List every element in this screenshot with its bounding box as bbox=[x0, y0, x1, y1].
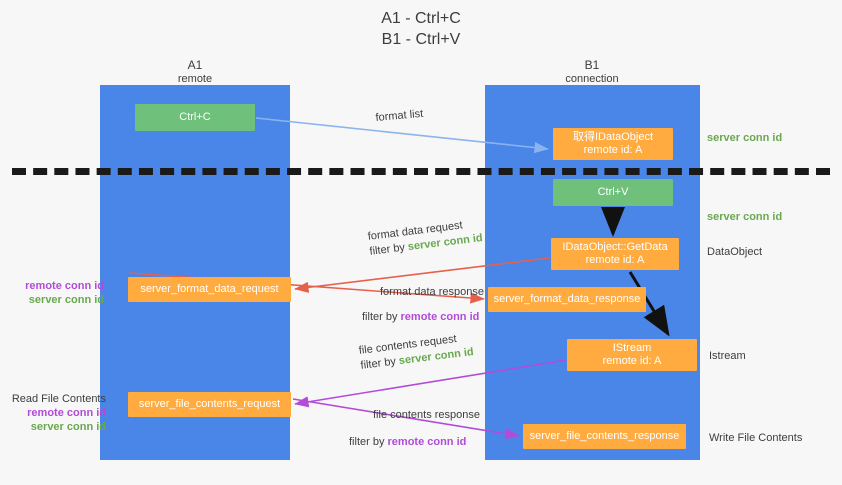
node-server-format-data-request[interactable]: server_format_data_request bbox=[128, 277, 291, 302]
title-line-2: B1 - Ctrl+V bbox=[381, 31, 461, 48]
node-getdata-title: IDataObject::GetData bbox=[562, 241, 668, 253]
label-server-conn-id-1: server conn id bbox=[28, 294, 104, 306]
lane-header-b1: B1 connection bbox=[527, 58, 657, 86]
label-read-file-contents: Read File Contents bbox=[11, 393, 106, 405]
node-getdata-remote-id: remote id: A bbox=[585, 254, 645, 266]
label-server-conn-id-mid-text: server conn id bbox=[707, 211, 783, 223]
label-conn-ids-format: remote conn id server conn id bbox=[8, 279, 104, 307]
lane-header-b1-sub: connection bbox=[565, 73, 619, 85]
caption-file-contents-request: file contents request filter by server c… bbox=[358, 330, 475, 374]
node-istream-title: IStream bbox=[612, 342, 652, 354]
label-istream-text: Istream bbox=[709, 350, 746, 362]
node-idataobject-title: 取得IDataObject bbox=[572, 131, 654, 143]
lane-header-a1-sub: remote bbox=[177, 73, 213, 85]
caption-fdres-filter-value: remote conn id bbox=[400, 311, 480, 323]
node-idataobject-remote-id: remote id: A bbox=[583, 144, 643, 156]
caption-format-list-text: format list bbox=[375, 107, 424, 124]
caption-format-data-response: format data response filter by remote co… bbox=[362, 285, 484, 325]
label-istream: Istream bbox=[709, 349, 746, 363]
node-ctrl-c[interactable]: Ctrl+C bbox=[135, 104, 255, 131]
caption-format-list: format list bbox=[375, 107, 424, 126]
caption-format-data-request: format data request filter by server con… bbox=[367, 216, 484, 260]
caption-fcres-filter-prefix: filter by bbox=[349, 436, 388, 448]
caption-fcres-filter-value: remote conn id bbox=[387, 436, 467, 448]
node-server-format-data-response-label: server_format_data_response bbox=[493, 293, 641, 305]
label-remote-conn-id-2: remote conn id bbox=[27, 407, 106, 419]
node-server-format-data-response[interactable]: server_format_data_response bbox=[488, 287, 646, 312]
lane-header-a1: A1 remote bbox=[130, 58, 260, 86]
label-read-file-contents-group: Read File Contents remote conn id server… bbox=[6, 392, 106, 434]
label-dataobject: DataObject bbox=[707, 245, 762, 259]
node-istream-remote-id: remote id: A bbox=[602, 355, 662, 367]
node-server-file-contents-request-label: server_file_contents_request bbox=[138, 398, 281, 410]
caption-format-data-response-text: format data response bbox=[380, 286, 484, 298]
page-title: A1 - Ctrl+C B1 - Ctrl+V bbox=[0, 8, 842, 50]
caption-format-data-response-filter: filter by remote conn id bbox=[362, 310, 484, 325]
node-ctrl-c-label: Ctrl+C bbox=[179, 111, 211, 123]
node-server-file-contents-response[interactable]: server_file_contents_response bbox=[523, 424, 686, 449]
phase-divider bbox=[12, 168, 830, 175]
label-server-conn-id-top-text: server conn id bbox=[707, 132, 783, 144]
caption-fdres-filter-prefix: filter by bbox=[362, 311, 401, 323]
node-server-file-contents-request[interactable]: server_file_contents_request bbox=[128, 392, 291, 417]
node-idataobject[interactable]: 取得IDataObject remote id: A bbox=[553, 128, 673, 160]
node-ctrl-v-label: Ctrl+V bbox=[597, 186, 629, 198]
lane-header-a1-name: A1 bbox=[187, 58, 203, 72]
label-server-conn-id-mid: server conn id bbox=[707, 210, 782, 224]
caption-file-contents-response-text: file contents response bbox=[373, 409, 481, 421]
node-server-file-contents-response-label: server_file_contents_response bbox=[529, 430, 680, 442]
label-write-file-contents: Write File Contents bbox=[709, 431, 802, 445]
caption-fcreq-filter-prefix: filter by bbox=[359, 355, 400, 372]
label-dataobject-text: DataObject bbox=[707, 246, 763, 258]
label-server-conn-id-2: server conn id bbox=[30, 421, 106, 433]
label-server-conn-id-top: server conn id bbox=[707, 131, 782, 145]
label-remote-conn-id-1: remote conn id bbox=[25, 280, 104, 292]
caption-fdreq-filter-prefix: filter by bbox=[368, 241, 409, 258]
caption-file-contents-response: file contents response filter by remote … bbox=[349, 408, 481, 450]
node-istream[interactable]: IStream remote id: A bbox=[567, 339, 697, 371]
node-server-format-data-request-label: server_format_data_request bbox=[140, 283, 279, 295]
node-getdata[interactable]: IDataObject::GetData remote id: A bbox=[551, 238, 679, 270]
lane-header-b1-name: B1 bbox=[584, 58, 600, 72]
label-write-file-contents-text: Write File Contents bbox=[709, 432, 803, 444]
title-line-1: A1 - Ctrl+C bbox=[381, 10, 461, 27]
caption-file-contents-response-filter: filter by remote conn id bbox=[349, 435, 480, 450]
node-ctrl-v[interactable]: Ctrl+V bbox=[553, 179, 673, 206]
